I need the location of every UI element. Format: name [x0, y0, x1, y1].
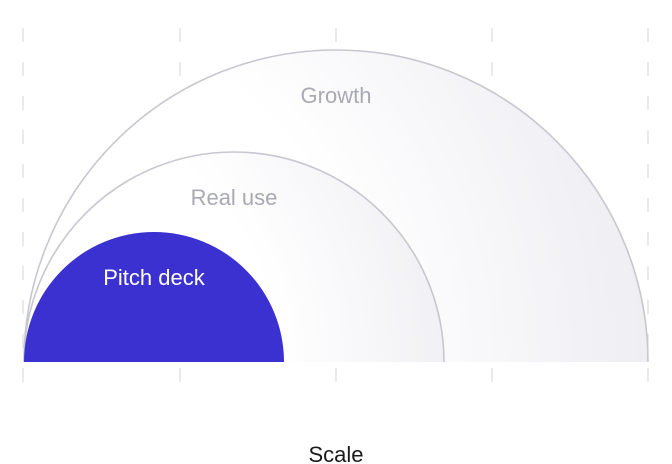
scale-axis-label: Scale: [308, 442, 363, 464]
pitch-deck-arc: [24, 232, 284, 362]
real-use-label: Real use: [191, 185, 278, 210]
pitch-deck-label: Pitch deck: [103, 265, 205, 290]
growth-label: Growth: [301, 83, 372, 108]
